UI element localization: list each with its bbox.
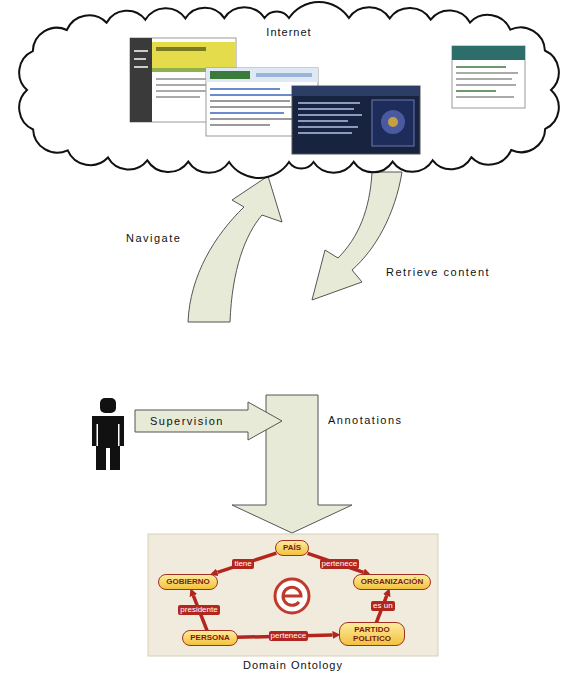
relation-label: presidente [178, 605, 219, 615]
relation-label: pertenece [269, 631, 309, 641]
concept-pill: ORGANIZACIÓN [353, 574, 432, 589]
cloud-shape: Internet [8, 4, 570, 176]
relation-label: tiene [232, 559, 253, 569]
supervision-arrow [135, 402, 282, 440]
navigate-arrow [188, 176, 282, 322]
concept-pill: PERSONA [182, 630, 238, 645]
arrow-label: Retrieve content [386, 266, 490, 279]
concept-pill: GOBIERNO [158, 574, 218, 589]
relation-label: pertenece [320, 559, 360, 569]
ontology-logo [275, 579, 309, 613]
concept-label: PERSONA [190, 633, 230, 642]
concept-label: PAÍS [283, 543, 301, 552]
retrieve-arrow [312, 172, 402, 300]
arrow-label: Supervision [150, 415, 224, 428]
cloud-label: Internet [8, 26, 570, 39]
person-icon [92, 398, 124, 470]
concept-pill: PAÍS [275, 540, 309, 555]
arrow-label: Navigate [126, 232, 181, 245]
relation-label: es un [371, 601, 395, 611]
webpage-thumbnail [452, 46, 525, 108]
concept-pill: PARTIDO POLITICO [339, 622, 405, 646]
webpage-thumbnail [292, 86, 420, 154]
ontology-background [148, 534, 438, 656]
concept-label: ORGANIZACIÓN [361, 577, 424, 586]
ontology-caption: Domain Ontology [148, 659, 438, 672]
arrow-label: Annotations [328, 414, 403, 427]
relation-arrow [217, 553, 276, 572]
relation-arrow [308, 553, 364, 572]
concept-label: PARTIDO POLITICO [347, 625, 397, 643]
concept-label: GOBIERNO [166, 577, 210, 586]
